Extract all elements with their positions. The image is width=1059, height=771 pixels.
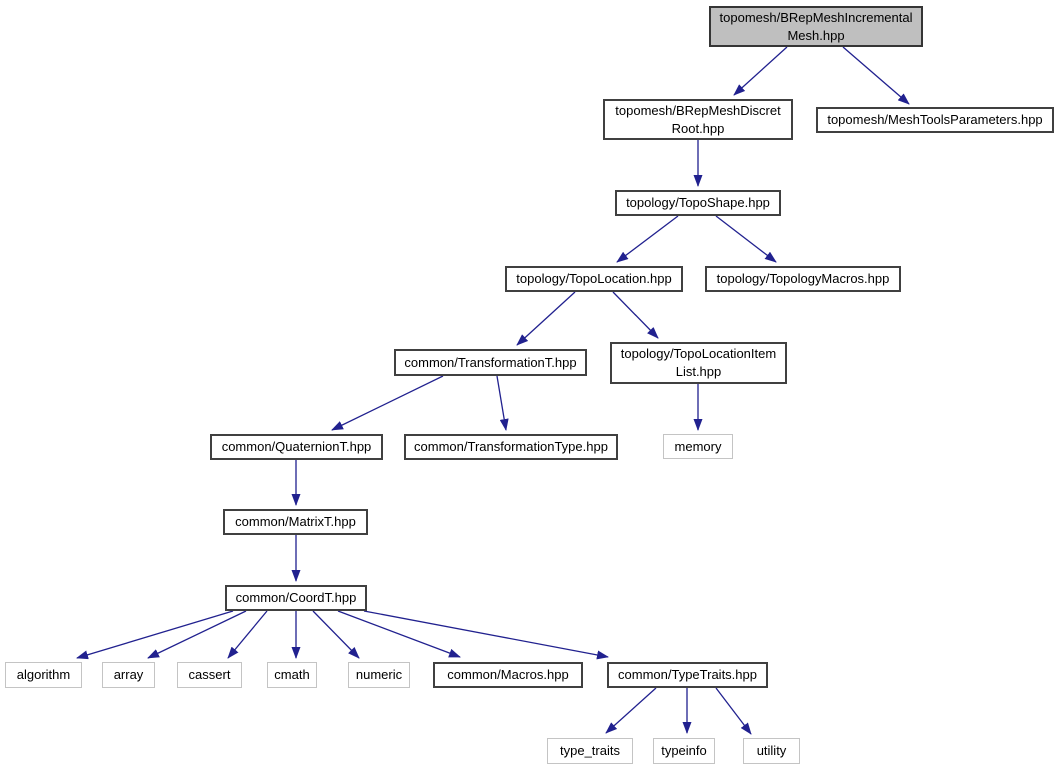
node-coordt-hpp[interactable]: common/CoordT.hpp bbox=[225, 585, 367, 611]
node-cassert: cassert bbox=[177, 662, 242, 688]
edge-topolocation-transformationt bbox=[516, 291, 576, 346]
edge-coordt-numeric bbox=[312, 610, 360, 659]
node-macros-hpp[interactable]: common/Macros.hpp bbox=[433, 662, 583, 688]
node-typetraits-hpp[interactable]: common/TypeTraits.hpp bbox=[607, 662, 768, 688]
edge-toposhape-topolocation bbox=[616, 215, 679, 263]
edge-coordt-macros bbox=[337, 610, 461, 658]
node-topolocation-hpp[interactable]: topology/TopoLocation.hpp bbox=[505, 266, 683, 292]
node-utility: utility bbox=[743, 738, 800, 764]
node-numeric: numeric bbox=[348, 662, 410, 688]
edge-toposhape-topologymacros bbox=[715, 215, 777, 263]
node-meshtoolsparameters-hpp[interactable]: topomesh/MeshToolsParameters.hpp bbox=[816, 107, 1054, 133]
edge-typetraits-type_traits bbox=[605, 687, 657, 734]
node-algorithm: algorithm bbox=[5, 662, 82, 688]
node-topologymacros-hpp[interactable]: topology/TopologyMacros.hpp bbox=[705, 266, 901, 292]
edge-incrementalmesh-meshtoolsparameters bbox=[842, 46, 910, 105]
node-brepmeshdiscretroot-hpp[interactable]: topomesh/BRepMeshDiscret Root.hpp bbox=[603, 99, 793, 140]
node-matrixt-hpp[interactable]: common/MatrixT.hpp bbox=[223, 509, 368, 535]
edge-transformationt-quaterniont bbox=[331, 375, 444, 431]
edge-topolocation-topolocationitemlist bbox=[612, 291, 659, 339]
node-typeinfo: typeinfo bbox=[653, 738, 715, 764]
node-type-traits: type_traits bbox=[547, 738, 633, 764]
node-memory: memory bbox=[663, 434, 733, 459]
node-transformationtype-hpp[interactable]: common/TransformationType.hpp bbox=[404, 434, 618, 460]
edge-coordt-typetraits bbox=[363, 610, 609, 660]
edge-coordt-algorithm bbox=[76, 610, 234, 660]
edge-typetraits-utility bbox=[715, 687, 752, 735]
node-brepmeshincrementalmesh-hpp: topomesh/BRepMeshIncremental Mesh.hpp bbox=[709, 6, 923, 47]
node-array: array bbox=[102, 662, 155, 688]
edge-coordt-array bbox=[147, 610, 247, 659]
edge-incrementalmesh-discretroot bbox=[733, 46, 788, 96]
node-topolocationitemlist-hpp[interactable]: topology/TopoLocationItem List.hpp bbox=[610, 342, 787, 384]
edge-coordt-cassert bbox=[227, 610, 268, 659]
node-transformationt-hpp[interactable]: common/TransformationT.hpp bbox=[394, 349, 587, 376]
node-quaterniont-hpp[interactable]: common/QuaternionT.hpp bbox=[210, 434, 383, 460]
node-cmath: cmath bbox=[267, 662, 317, 688]
node-toposhape-hpp[interactable]: topology/TopoShape.hpp bbox=[615, 190, 781, 216]
edge-transformationt-transformationtype bbox=[496, 375, 509, 431]
